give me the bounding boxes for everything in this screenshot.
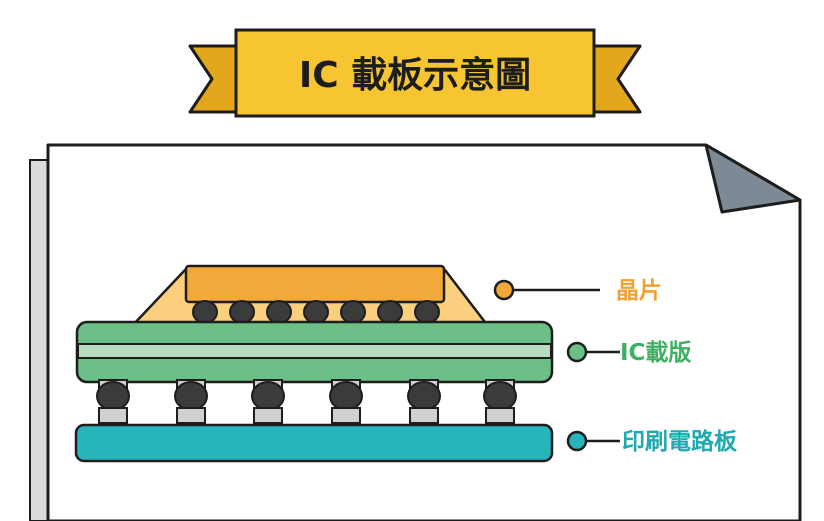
solder-ball — [96, 379, 130, 424]
ic-substrate — [75, 320, 554, 384]
micro-bump — [414, 300, 440, 324]
solder-ball — [407, 379, 441, 424]
micro-bump — [303, 300, 329, 324]
pcb-board — [74, 423, 554, 463]
substrate-label: IC載版 — [620, 339, 691, 366]
micro-bump — [340, 300, 366, 324]
pcb-label: 印刷電路板 — [622, 428, 738, 455]
title-banner: IC 載板示意圖 — [188, 28, 642, 118]
label-dot-icon — [493, 279, 515, 301]
micro-bump — [266, 300, 292, 324]
folded-corner-icon — [704, 143, 802, 214]
label-dot-icon — [566, 341, 588, 363]
solder-ball — [251, 379, 285, 424]
solder-ball — [483, 379, 517, 424]
solder-ball — [329, 379, 363, 424]
solder-balls — [96, 379, 517, 424]
chip-label: 晶片 — [616, 278, 662, 304]
page-title: IC 載板示意圖 — [299, 55, 531, 96]
chip-bumps — [192, 300, 440, 324]
micro-bump — [192, 300, 218, 324]
pcb-label-group: 印刷電路板 — [566, 428, 738, 455]
substrate-label-group: IC載版 — [566, 339, 691, 366]
micro-bump — [377, 300, 403, 324]
chip-label-group: 晶片 — [493, 278, 662, 304]
chip-die — [184, 264, 446, 304]
micro-bump — [229, 300, 255, 324]
solder-ball — [174, 379, 208, 424]
label-dot-icon — [566, 430, 588, 452]
